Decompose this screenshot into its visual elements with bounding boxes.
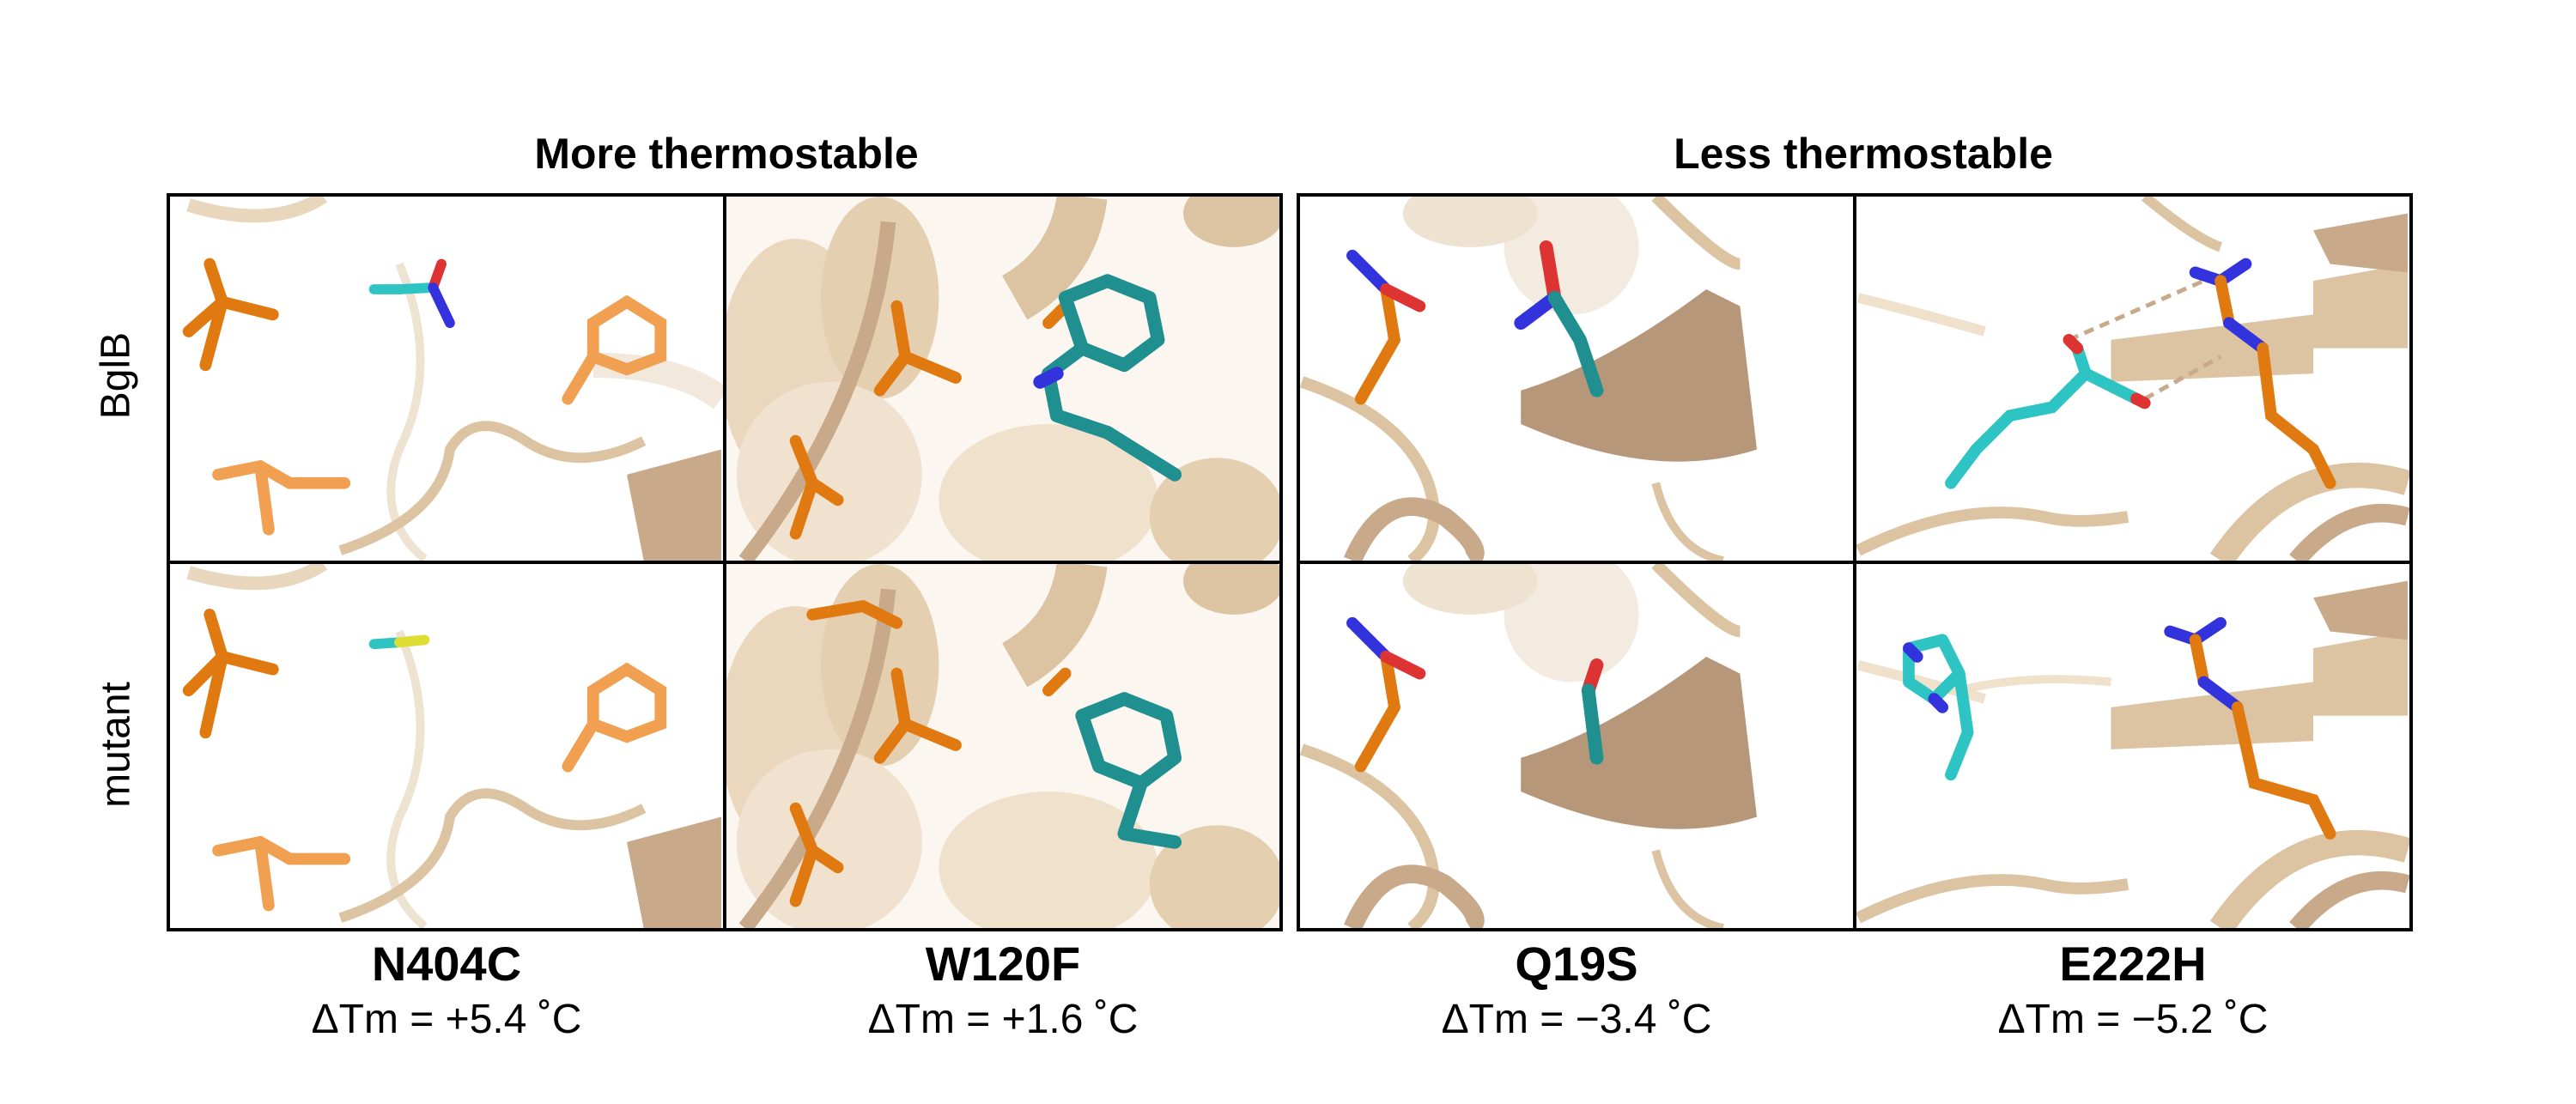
structure-n404c-bglb [182,197,723,561]
panel-w120f-bglb [723,193,1283,564]
structure-w120f-mutant [726,564,1279,928]
group-title-less-thermostable: Less thermostable [1674,130,2053,178]
row-label-bglb: BglB [93,331,139,420]
mutation-label-w120f: W120F [925,937,1081,991]
panel-e222h-bglb [1853,193,2413,564]
structure-n404c-mutant [182,564,721,928]
mutation-label-q19s: Q19S [1515,937,1638,991]
delta-tm-q19s: ΔTm = −3.4 ˚C [1441,997,1712,1042]
structure-w120f-bglb [726,197,1279,561]
structure-e222h-bglb [1856,197,2409,561]
delta-tm-n404c: ΔTm = +5.4 ˚C [311,997,582,1042]
group-title-more-thermostable: More thermostable [534,130,919,178]
structure-e222h-mutant [1856,580,2409,928]
structure-q19s-mutant [1300,564,1758,928]
row-label-mutant: mutant [93,682,139,808]
delta-tm-e222h: ΔTm = −5.2 ˚C [1997,997,2269,1042]
panel-w120f-mutant [723,561,1283,931]
panel-n404c-bglb [167,193,726,564]
delta-tm-w120f: ΔTm = +1.6 ˚C [867,997,1139,1042]
mutation-label-n404c: N404C [371,937,522,991]
panel-q19s-bglb [1297,193,1856,564]
structure-q19s-bglb [1300,197,1758,561]
panel-n404c-mutant [167,561,726,931]
mutation-label-e222h: E222H [2059,937,2207,991]
panel-e222h-mutant [1853,561,2413,931]
panel-q19s-mutant [1297,561,1856,931]
